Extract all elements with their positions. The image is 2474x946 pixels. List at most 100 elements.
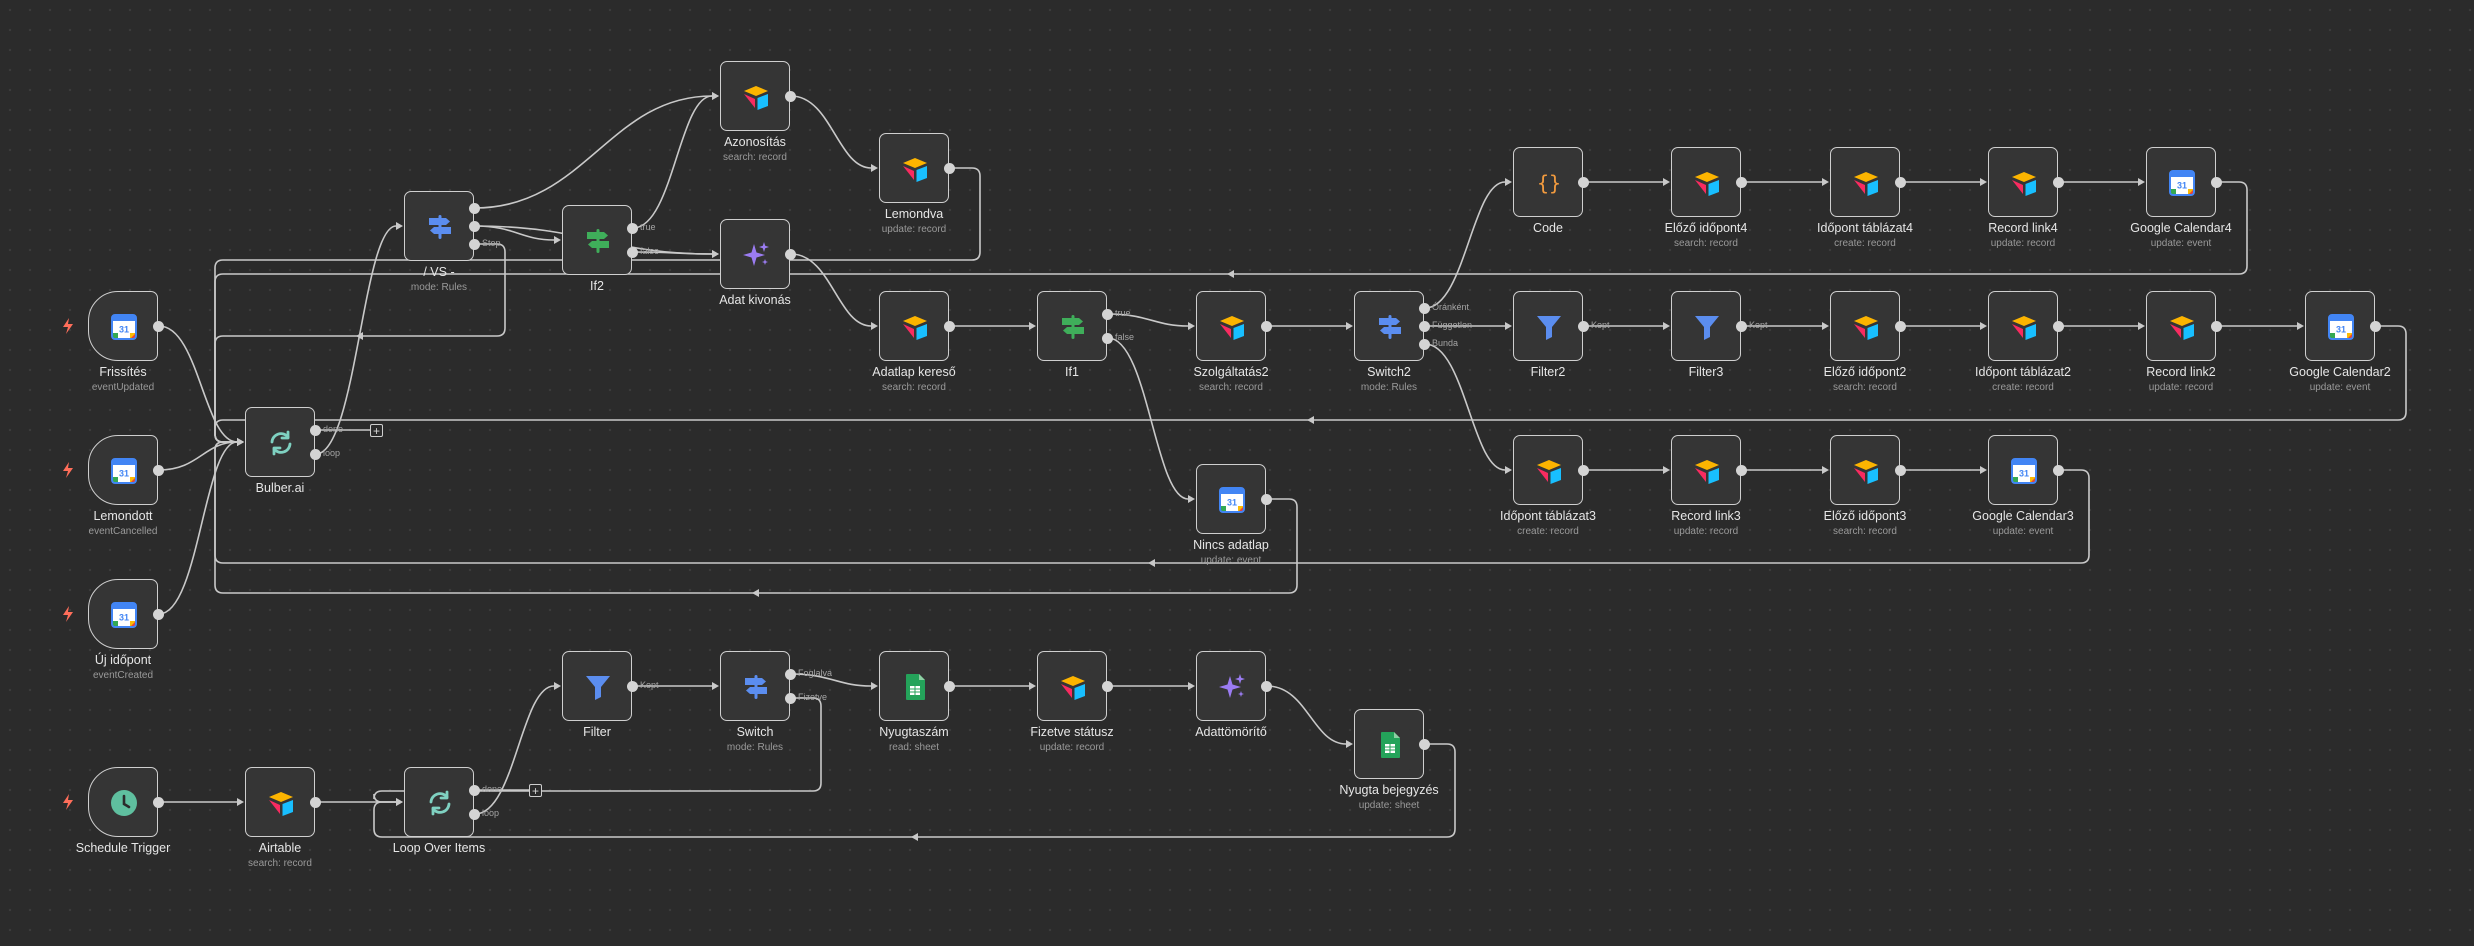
output-port[interactable] <box>1419 339 1430 350</box>
node-elozo3[interactable] <box>1830 435 1900 505</box>
connection-arrow <box>1663 466 1670 474</box>
output-port[interactable] <box>2370 321 2381 332</box>
output-port[interactable] <box>310 449 321 460</box>
output-port[interactable] <box>627 681 638 692</box>
node-gcal2[interactable]: 31 <box>2305 291 2375 361</box>
node-adat-kivonas[interactable] <box>720 219 790 289</box>
connection-line <box>1424 181 1506 309</box>
node-schedule[interactable] <box>88 767 158 837</box>
node-switch2[interactable] <box>1354 291 1424 361</box>
node-szolgaltatas2[interactable] <box>1196 291 1266 361</box>
node-idopont4[interactable] <box>1830 147 1900 217</box>
node-nincs-adatlap[interactable]: 31 <box>1196 464 1266 534</box>
output-port[interactable] <box>1261 494 1272 505</box>
node-filter3[interactable] <box>1671 291 1741 361</box>
output-port[interactable] <box>469 809 480 820</box>
output-port[interactable] <box>1578 177 1589 188</box>
output-port[interactable] <box>469 785 480 796</box>
output-port[interactable] <box>2053 465 2064 476</box>
output-port[interactable] <box>2211 321 2222 332</box>
google-calendar-icon: 31 <box>109 456 139 486</box>
output-port[interactable] <box>153 465 164 476</box>
node-lemondott[interactable]: 31 <box>88 435 158 505</box>
node-switch[interactable] <box>720 651 790 721</box>
node-nyugta-bejegyzes[interactable] <box>1354 709 1424 779</box>
output-port[interactable] <box>944 681 955 692</box>
node-fizetve[interactable] <box>1037 651 1107 721</box>
node-azonositas[interactable] <box>720 61 790 131</box>
node-idopont2[interactable] <box>1988 291 2058 361</box>
node-title: Bulber.ai <box>255 481 305 495</box>
connection-arrow <box>1980 178 1987 186</box>
output-port[interactable] <box>1419 739 1430 750</box>
output-port[interactable] <box>310 797 321 808</box>
output-port[interactable] <box>2053 177 2064 188</box>
output-port[interactable] <box>153 797 164 808</box>
output-port[interactable] <box>1261 321 1272 332</box>
output-port[interactable] <box>2211 177 2222 188</box>
output-port[interactable] <box>469 221 480 232</box>
output-port[interactable] <box>1419 303 1430 314</box>
output-port[interactable] <box>785 693 796 704</box>
output-port[interactable] <box>785 249 796 260</box>
node-frissites[interactable]: 31 <box>88 291 158 361</box>
node-gcal4[interactable]: 31 <box>2146 147 2216 217</box>
node-adattomorito[interactable] <box>1196 651 1266 721</box>
output-port[interactable] <box>1102 333 1113 344</box>
node-nyugtaszam[interactable] <box>879 651 949 721</box>
node-elozo4[interactable] <box>1671 147 1741 217</box>
node-record3[interactable] <box>1671 435 1741 505</box>
node-subtitle: update: event <box>2150 238 2212 249</box>
output-port[interactable] <box>1736 465 1747 476</box>
output-port[interactable] <box>1261 681 1272 692</box>
output-port[interactable] <box>1736 177 1747 188</box>
node-lemondva[interactable] <box>879 133 949 203</box>
output-port[interactable] <box>627 247 638 258</box>
node-elozo2[interactable] <box>1830 291 1900 361</box>
node-filter[interactable] <box>562 651 632 721</box>
output-port[interactable] <box>1736 321 1747 332</box>
output-port[interactable] <box>944 163 955 174</box>
output-port[interactable] <box>469 203 480 214</box>
node-record2[interactable] <box>2146 291 2216 361</box>
node-loop-items[interactable] <box>404 767 474 837</box>
connection-line <box>790 95 872 169</box>
node-idopont3[interactable] <box>1513 435 1583 505</box>
output-port[interactable] <box>944 321 955 332</box>
node-if1[interactable] <box>1037 291 1107 361</box>
output-port[interactable] <box>1895 465 1906 476</box>
node-bulber[interactable] <box>245 407 315 477</box>
output-port[interactable] <box>1102 309 1113 320</box>
airtable-icon <box>741 82 771 112</box>
output-port[interactable] <box>1895 321 1906 332</box>
output-port[interactable] <box>627 223 638 234</box>
add-node-button[interactable]: + <box>370 424 383 437</box>
filter-icon <box>1534 312 1564 342</box>
output-port[interactable] <box>1419 321 1430 332</box>
node-uj-idopont[interactable]: 31 <box>88 579 158 649</box>
output-port[interactable] <box>2053 321 2064 332</box>
output-port[interactable] <box>1102 681 1113 692</box>
output-port[interactable] <box>785 669 796 680</box>
output-port[interactable] <box>785 91 796 102</box>
node-vs[interactable] <box>404 191 474 261</box>
connection-arrow <box>1188 495 1195 503</box>
node-code[interactable]: {} <box>1513 147 1583 217</box>
node-airtable[interactable] <box>245 767 315 837</box>
node-adatlap-kereso[interactable] <box>879 291 949 361</box>
node-filter2[interactable] <box>1513 291 1583 361</box>
connection-arrow <box>554 236 561 244</box>
output-port[interactable] <box>1578 465 1589 476</box>
output-port[interactable] <box>310 425 321 436</box>
node-if2[interactable] <box>562 205 632 275</box>
node-gcal3[interactable]: 31 <box>1988 435 2058 505</box>
add-node-button[interactable]: + <box>529 784 542 797</box>
airtable-icon <box>1851 456 1881 486</box>
output-port[interactable] <box>469 239 480 250</box>
output-port[interactable] <box>153 321 164 332</box>
node-record4[interactable] <box>1988 147 2058 217</box>
output-port[interactable] <box>153 609 164 620</box>
output-port[interactable] <box>1578 321 1589 332</box>
output-port[interactable] <box>1895 177 1906 188</box>
